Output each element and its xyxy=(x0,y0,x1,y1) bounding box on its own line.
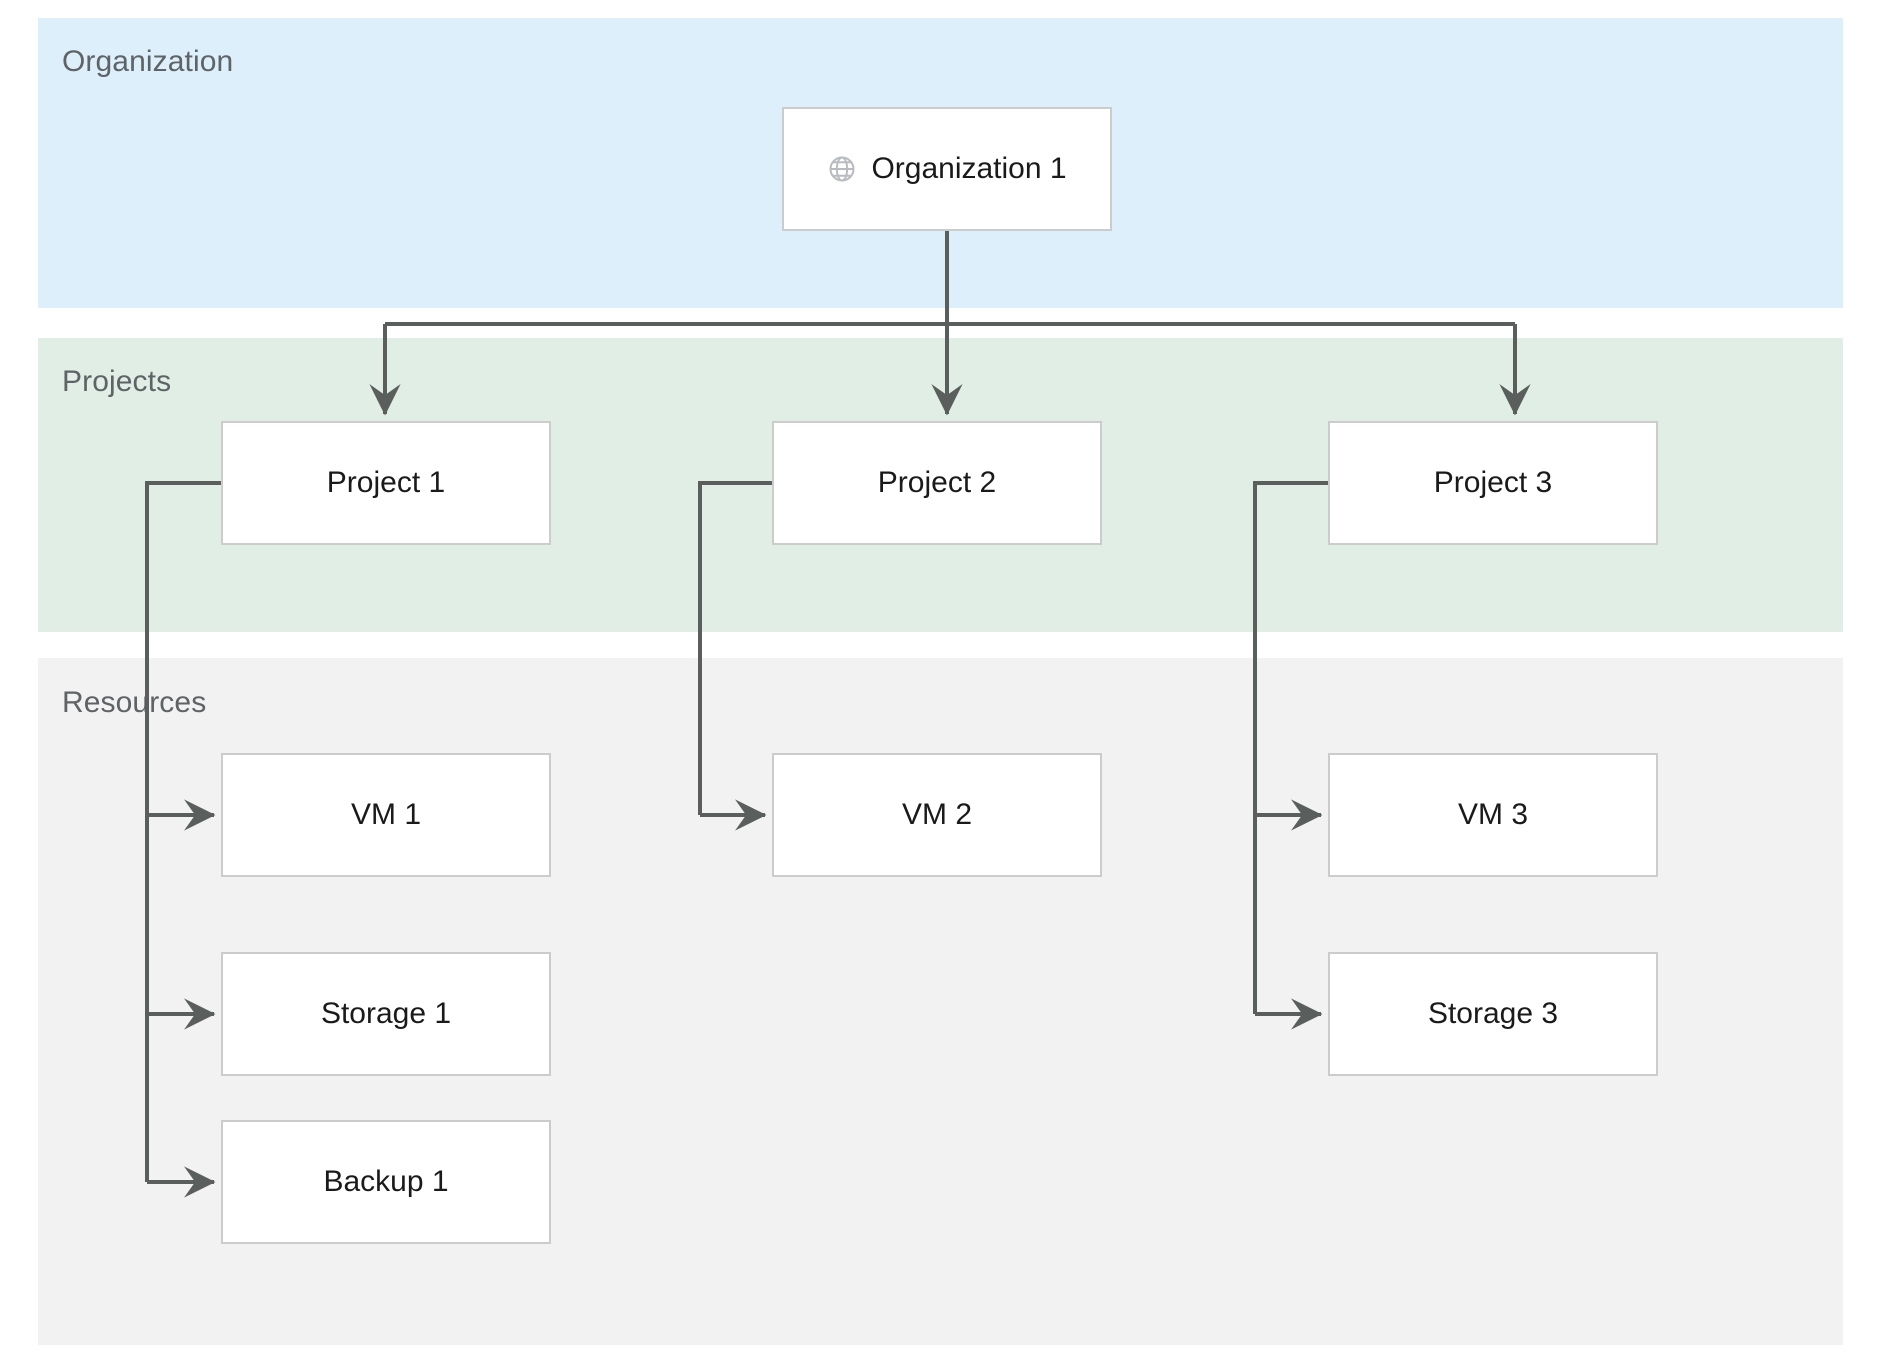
projects-band-label: Projects xyxy=(62,365,172,398)
node-label: Project 1 xyxy=(326,466,446,499)
organization-band-label: Organization xyxy=(62,45,234,78)
node-label: Backup 1 xyxy=(323,1165,449,1198)
node-vm-1[interactable]: VM 1 xyxy=(221,753,551,877)
node-label: Storage 3 xyxy=(1427,997,1559,1030)
node-label: Organization 1 xyxy=(871,152,1067,185)
node-label: Project 3 xyxy=(1433,466,1553,499)
node-storage-1[interactable]: Storage 1 xyxy=(221,952,551,1076)
node-label: Storage 1 xyxy=(320,997,452,1030)
node-backup-1[interactable]: Backup 1 xyxy=(221,1120,551,1244)
node-organization-1[interactable]: Organization 1 xyxy=(782,107,1112,231)
node-project-2[interactable]: Project 2 xyxy=(772,421,1102,545)
node-project-1[interactable]: Project 1 xyxy=(221,421,551,545)
globe-icon xyxy=(827,154,857,184)
node-storage-3[interactable]: Storage 3 xyxy=(1328,952,1658,1076)
node-label: Project 2 xyxy=(877,466,997,499)
node-label: VM 3 xyxy=(1457,798,1529,831)
resources-band-label: Resources xyxy=(62,686,207,719)
node-project-3[interactable]: Project 3 xyxy=(1328,421,1658,545)
node-vm-3[interactable]: VM 3 xyxy=(1328,753,1658,877)
node-vm-2[interactable]: VM 2 xyxy=(772,753,1102,877)
node-label: VM 2 xyxy=(901,798,973,831)
node-label: VM 1 xyxy=(350,798,422,831)
